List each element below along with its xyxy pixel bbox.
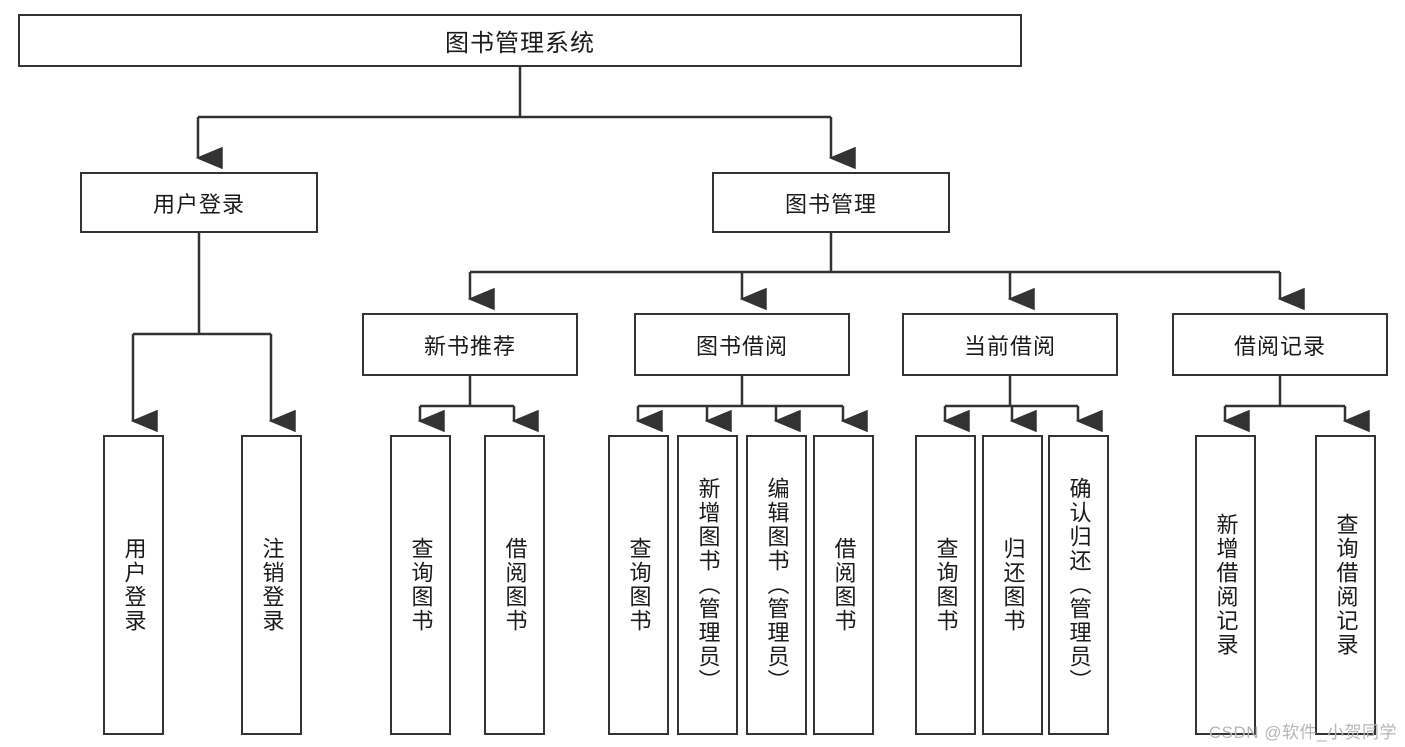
node-current-borrow[interactable]: 当前借阅 (902, 313, 1118, 376)
leaf-current-query-book[interactable]: 查询图书 (915, 435, 976, 735)
node-label: 查询图书 (408, 537, 434, 633)
leaf-recommend-query-book[interactable]: 查询图书 (390, 435, 451, 735)
node-label: 新书推荐 (423, 333, 516, 359)
node-label: 借阅图书 (502, 537, 528, 633)
node-label: 新增图书（管理员） (695, 477, 721, 693)
node-label: 查询图书 (626, 537, 652, 633)
node-borrow-record[interactable]: 借阅记录 (1172, 313, 1388, 376)
node-label: 借阅记录 (1233, 333, 1326, 359)
leaf-recommend-borrow-book[interactable]: 借阅图书 (484, 435, 545, 735)
node-label: 用户登录 (152, 191, 245, 217)
leaf-borrow-borrow-book[interactable]: 借阅图书 (813, 435, 874, 735)
leaf-record-add-record[interactable]: 新增借阅记录 (1195, 435, 1256, 735)
node-label: 用户登录 (121, 537, 147, 633)
leaf-current-confirm-return[interactable]: 确认归还（管理员） (1048, 435, 1109, 735)
leaf-borrow-add-book[interactable]: 新增图书（管理员） (677, 435, 738, 735)
node-new-book-recommend[interactable]: 新书推荐 (362, 313, 578, 376)
node-label: 图书管理系统 (445, 30, 595, 57)
node-label: 确认归还（管理员） (1066, 477, 1092, 693)
node-label: 归还图书 (1000, 537, 1026, 633)
node-root-system[interactable]: 图书管理系统 (18, 14, 1022, 67)
node-label: 当前借阅 (963, 333, 1056, 359)
csdn-watermark: CSDN @软件_小贺同学 (1208, 723, 1397, 742)
node-label: 注销登录 (259, 537, 285, 633)
leaf-user-login-logout[interactable]: 注销登录 (241, 435, 302, 735)
leaf-user-login-login[interactable]: 用户登录 (103, 435, 164, 735)
leaf-current-return-book[interactable]: 归还图书 (982, 435, 1043, 735)
leaf-record-query-record[interactable]: 查询借阅记录 (1315, 435, 1376, 735)
leaf-borrow-edit-book[interactable]: 编辑图书（管理员） (746, 435, 807, 735)
node-label: 新增借阅记录 (1213, 513, 1239, 657)
leaf-borrow-query-book[interactable]: 查询图书 (608, 435, 669, 735)
node-label: 查询借阅记录 (1333, 513, 1359, 657)
node-label: 借阅图书 (831, 537, 857, 633)
node-book-borrow[interactable]: 图书借阅 (634, 313, 850, 376)
node-label: 图书借阅 (695, 333, 788, 359)
node-label: 图书管理 (784, 191, 877, 217)
node-book-management[interactable]: 图书管理 (712, 172, 950, 233)
node-user-login[interactable]: 用户登录 (80, 172, 318, 233)
node-label: 查询图书 (933, 537, 959, 633)
node-label: 编辑图书（管理员） (764, 477, 790, 693)
